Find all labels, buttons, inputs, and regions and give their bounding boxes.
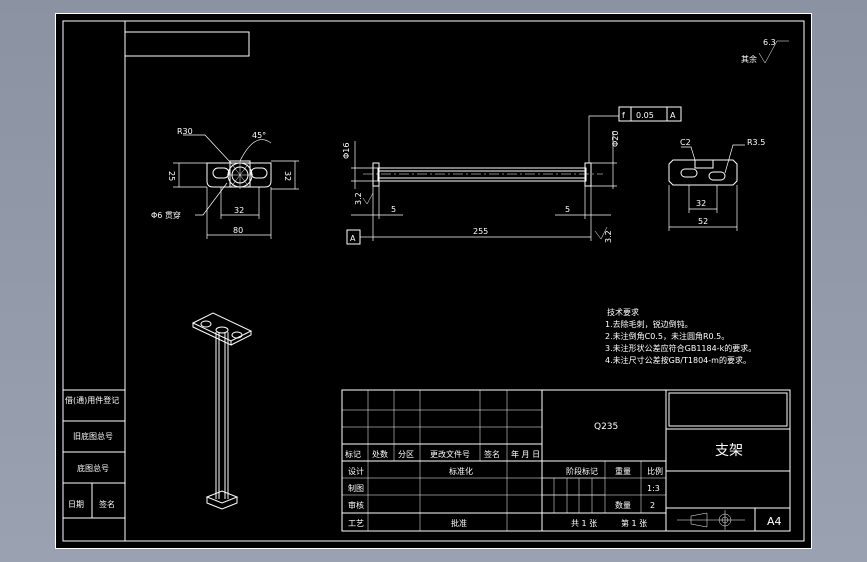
datum-a: A	[350, 234, 356, 243]
title-block: Q235 支架 标记 处数 分区 更改文件号 签名 年 月 日 设计 标准化 制…	[341, 389, 791, 532]
left-table-cell-4: 日期	[68, 500, 84, 509]
tech-req-item-2: 2.未注倒角C0.5，未注圆角R0.5。	[605, 331, 729, 341]
front-view: R30 45° 25 32 Φ6 贯穿 32 80	[151, 127, 299, 239]
inner-frame	[62, 20, 805, 542]
header-doc-no: 更改文件号	[430, 449, 470, 459]
label-r35: R3.5	[747, 138, 765, 147]
tech-req-title: 技术要求	[607, 307, 639, 317]
dim-phi20: Φ20	[611, 131, 620, 147]
total-sheets: 共 1 张	[571, 519, 597, 528]
right-view: 32 52 C2 R3.5	[668, 138, 765, 231]
left-table-cell-1: 借(通)用件登记	[65, 395, 119, 405]
tol-value: 0.05	[636, 111, 654, 120]
label-c2: C2	[680, 138, 691, 147]
isometric-view	[191, 312, 253, 510]
left-table-cell-5: 签名	[99, 499, 115, 509]
sheet-no: 第 1 张	[621, 518, 647, 528]
rough-32-left: 3.2	[354, 192, 363, 205]
dim-32-right: 32	[696, 199, 706, 208]
dim-80: 80	[233, 226, 243, 235]
dim-52: 52	[698, 217, 708, 226]
dim-5-left: 5	[391, 205, 396, 214]
material: Q235	[594, 422, 618, 432]
tech-req-item-1: 1.去除毛刺，锐边倒钝。	[605, 319, 693, 329]
stage-mark: 阶段标记	[566, 466, 598, 476]
left-table-cell-3: 底图总号	[77, 463, 109, 473]
header-count: 处数	[372, 449, 388, 459]
scale-label: 比例	[647, 466, 663, 476]
header-zone: 分区	[398, 450, 414, 459]
qty-value: 2	[650, 501, 655, 510]
weight-label: 重量	[615, 466, 631, 476]
dim-5-right: 5	[565, 205, 570, 214]
tolerance-frame	[618, 106, 682, 122]
tol-symbol: f	[622, 111, 625, 120]
left-table-cell-2: 旧底图总号	[73, 431, 113, 441]
drawing-sheet: 6.3 其余 R30 45° 25	[55, 13, 812, 549]
dim-32-vertical: 32	[283, 171, 292, 181]
rough-32-right: 3.2	[604, 230, 613, 243]
part-name: 支架	[715, 443, 743, 459]
title-company-box	[668, 392, 788, 427]
row-check: 审核	[348, 500, 364, 510]
roughness-symbol: 6.3 其余	[741, 38, 789, 64]
technical-requirements: 技术要求 1.去除毛刺，锐边倒钝。 2.未注倒角C0.5，未注圆角R0.5。 3…	[605, 307, 756, 365]
tech-req-item-3: 3.未注形状公差应符合GB1184-k的要求。	[605, 343, 756, 353]
roughness-prefix: 其余	[741, 54, 757, 64]
code-box	[124, 31, 250, 57]
sheet-size: A4	[767, 515, 782, 528]
header-mark: 标记	[345, 449, 361, 459]
label-r30: R30	[177, 127, 193, 136]
dim-32: 32	[234, 206, 244, 215]
header-date: 年 月 日	[511, 449, 540, 459]
row-approve: 批准	[451, 518, 467, 528]
dim-phi16: Φ16	[342, 143, 351, 159]
tol-datum: A	[670, 111, 676, 120]
label-hole: Φ6 贯穿	[151, 210, 181, 220]
tech-req-item-4: 4.未注尺寸公差按GB/T1804-m的要求。	[605, 355, 751, 365]
side-view: Φ16 Φ20 5 5 255 A 3.2 3.2 f 0	[342, 106, 682, 245]
roughness-value: 6.3	[763, 38, 776, 47]
header-sign: 签名	[484, 449, 500, 459]
row-draw: 制图	[348, 483, 364, 493]
projection-symbol	[677, 510, 745, 530]
label-45deg: 45°	[252, 131, 266, 140]
drawing-canvas: 6.3 其余 R30 45° 25	[55, 13, 812, 549]
dim-255: 255	[473, 227, 488, 236]
outer-frame	[55, 13, 812, 549]
left-record-table: 借(通)用件登记 旧底图总号 底图总号 日期 签名	[62, 389, 126, 519]
row-craft: 工艺	[348, 519, 364, 528]
qty-label: 数量	[615, 500, 631, 510]
row-design: 设计	[348, 466, 364, 476]
scale-value: 1:3	[647, 484, 660, 493]
dim-25: 25	[167, 171, 176, 181]
row-std: 标准化	[449, 466, 473, 476]
